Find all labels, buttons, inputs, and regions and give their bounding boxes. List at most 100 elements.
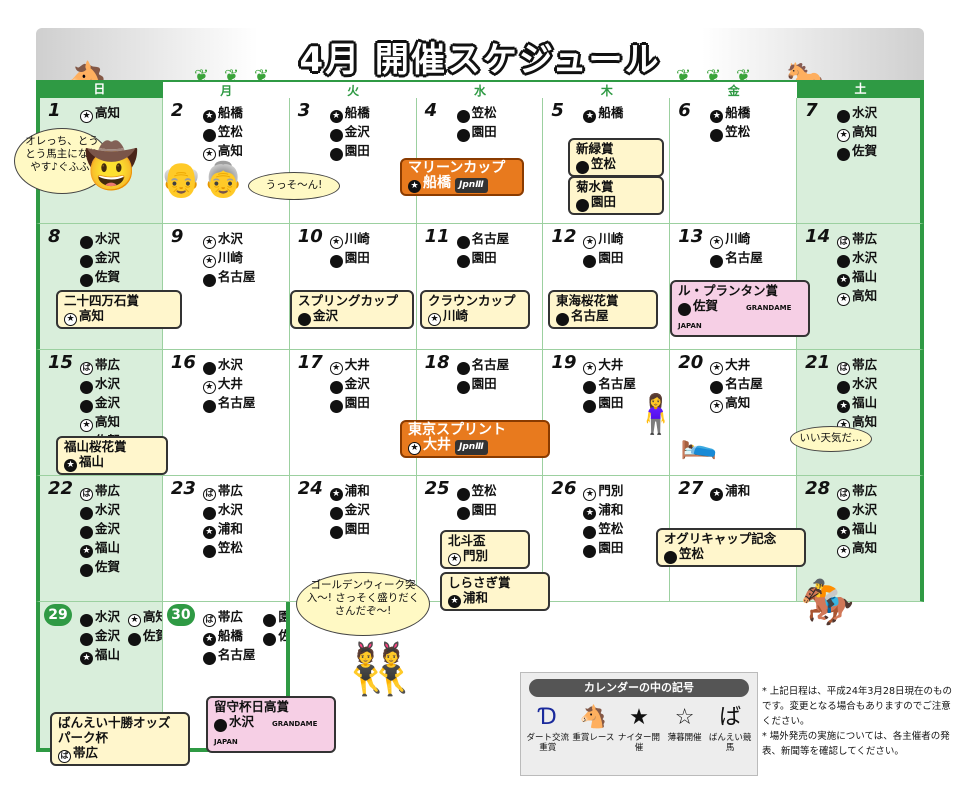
venue-list: ★水沢 ★川崎 ●名古屋 [202, 230, 256, 287]
page-title: 4月 開催スケジュール [299, 40, 661, 80]
race-badge[interactable]: 二十四万石賞 ★高知 [56, 290, 182, 329]
race-badge[interactable]: ばんえい十勝オッズパーク杯 ば帯広 [50, 712, 190, 766]
banei-icon: ば [837, 488, 851, 501]
day-cell[interactable]: 11 ●名古屋 ●園田 [416, 224, 544, 350]
dot-icon: ● [583, 381, 597, 394]
race-badge[interactable]: しらさぎ賞 ★浦和 [440, 572, 550, 611]
day-cell[interactable]: 7 ●水沢 ★高知 ●佐賀 [797, 98, 924, 224]
day-number: 17 [297, 352, 323, 373]
race-badge[interactable]: クラウンカップ ★川崎 [420, 290, 530, 329]
day-number: 16 [170, 352, 196, 373]
venue-item: ●笠松 [456, 482, 497, 501]
venue-item: ●笠松 [202, 539, 243, 558]
venue-item: ●金沢 [80, 627, 120, 646]
venue-item: ●水沢 [837, 501, 877, 520]
venue-item: ●金沢 [80, 394, 120, 413]
venue-list: ★川崎 ●園田 [329, 230, 370, 268]
weekday-sun: 日 [36, 80, 163, 102]
dot-icon: ● [710, 381, 724, 394]
venue-list: ★川崎 ●園田 [583, 230, 623, 268]
dot-icon: ● [80, 614, 93, 627]
race-badge[interactable]: 北斗盃 ★門別 [440, 530, 530, 569]
race-badge[interactable]: スプリングカップ ●金沢 [290, 290, 414, 329]
day-cell[interactable]: 17 ★大井 ●金沢 ●園田 [289, 350, 417, 476]
venue-item: ●名古屋 [202, 268, 255, 287]
dot-icon: ● [837, 148, 851, 161]
day-cell[interactable]: 14 ば帯広 ●水沢 ★福山 ★高知 [797, 224, 924, 350]
race-badge[interactable]: 福山桜花賞 ★福山 [56, 436, 168, 475]
race-badge[interactable]: 菊水賞 ●園田 [568, 176, 664, 215]
race-badge[interactable]: 新緑賞 ●笠松 [568, 138, 664, 177]
venue-item: ★福山 [837, 520, 877, 539]
night-star-icon: ★ [583, 507, 597, 520]
venue-item: ●佐賀 [837, 142, 877, 161]
venue-list: ★大井 ●名古屋 ★高知 [710, 356, 763, 413]
venue-item: ★川崎 [583, 230, 623, 249]
banei-icon: ば [837, 236, 851, 249]
race-badge[interactable]: 東海桜花賞 ●名古屋 [548, 290, 658, 329]
day-cell[interactable]: 16 ●水沢 ★大井 ●名古屋 [162, 350, 290, 476]
venue-item: ★高知 [837, 287, 877, 306]
star-icon: ★ [710, 362, 724, 375]
race-venue-line: ★福山 [64, 454, 160, 472]
venue-item: ●金沢 [329, 375, 370, 394]
race-venue-line: ★高知 [64, 308, 174, 326]
venue-item: ★船橋 [583, 104, 623, 123]
night-star-icon: ★ [408, 180, 421, 193]
venue-list: ●水沢 ★高知 ●金沢 ●佐賀 ★福山 [80, 608, 162, 665]
banei-icon: ば [80, 488, 93, 501]
day-cell[interactable]: 9 ★水沢 ★川崎 ●名古屋 [162, 224, 290, 350]
venue-item: ★船橋 [202, 627, 256, 646]
star-icon: ★ [202, 148, 216, 161]
venue-item: ★川崎 [202, 249, 256, 268]
night-star-icon: ★ [837, 274, 851, 287]
day-cell[interactable]: 2 ★船橋 ●笠松 ★高知 [162, 98, 290, 224]
dot-icon: ● [202, 507, 216, 520]
venue-item: ●佐賀 [128, 627, 162, 646]
day-cell[interactable]: 23 ば帯広 ●水沢 ★浦和 ●笠松 [162, 476, 290, 602]
day-number: 25 [424, 478, 450, 499]
day-number: 14 [805, 226, 831, 247]
horse-jockey-icon: 🏇 [800, 577, 855, 628]
day-cell[interactable]: 10 ★川崎 ●園田 [289, 224, 417, 350]
day-cell[interactable]: 19 ★大井 ●名古屋 ●園田 [543, 350, 671, 476]
venue-list: ★高知 [80, 104, 120, 123]
day-cell[interactable]: 3 ★船橋 ●金沢 ●園田 [289, 98, 417, 224]
venue-item: ★福山 [837, 394, 877, 413]
note-item: * 上記日程は、平成24年3月28日現在のものです。変更となる場合もありますので… [762, 686, 952, 727]
dot-icon: ● [556, 313, 569, 326]
venue-list: ●名古屋 ●園田 [456, 230, 509, 268]
legend-label: ばんえい競馬 [708, 733, 752, 753]
dot-icon: ● [202, 545, 216, 558]
venue-item: ●名古屋 [710, 375, 763, 394]
day-cell[interactable]: 28 ば帯広 ●水沢 ★福山 ★高知 [797, 476, 924, 602]
venue-item: ば帯広 [837, 356, 877, 375]
night-star-icon: ★ [329, 110, 343, 123]
banei-icon: ば [719, 705, 742, 730]
horse-face-icon: 🐴 [579, 705, 608, 730]
day-cell[interactable]: 6 ★船橋 ●笠松 [670, 98, 798, 224]
venue-item: ★高知 [80, 413, 120, 432]
day-cell[interactable]: 26 ★門別 ★浦和 ●笠松 ●園田 [543, 476, 671, 602]
race-name: 福山桜花賞 [64, 439, 127, 454]
banei-icon: ば [202, 614, 216, 627]
venue-item: ●笠松 [202, 123, 243, 142]
banei-icon: ば [837, 362, 851, 375]
venue-item: ば帯広 [202, 608, 256, 627]
venue-item: ●笠松 [710, 123, 750, 142]
day-cell[interactable]: 12 ★川崎 ●園田 [543, 224, 671, 350]
day-cell[interactable]: 20 ★大井 ●名古屋 ★高知 [670, 350, 798, 476]
race-badge[interactable]: オグリキャップ記念 ●笠松 [656, 528, 806, 567]
day-cell[interactable]: 21 ば帯広 ●水沢 ★福山 ★高知 [797, 350, 924, 476]
day-cell[interactable]: 8 ●水沢 ●金沢 ●佐賀 [36, 224, 163, 350]
day-cell[interactable]: 22 ば帯広 ●水沢 ●金沢 ★福山 ●佐賀 [36, 476, 163, 602]
night-star-icon: ★ [202, 110, 216, 123]
race-name: ばんえい十勝オッズパーク杯 [58, 715, 171, 745]
dot-icon: ● [576, 161, 589, 174]
dot-icon: ● [263, 614, 277, 627]
